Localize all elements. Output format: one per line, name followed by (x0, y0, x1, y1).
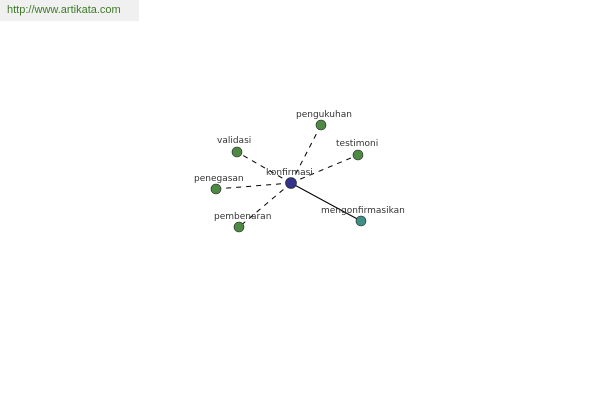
edge-konfirmasi-pembenaran (238, 182, 292, 228)
node-testimoni[interactable] (352, 149, 364, 161)
graph-nodes: pengukuhan validasi testimoni penegasan pemb… (194, 110, 405, 233)
edge-konfirmasi-mengonfirmasikan (290, 182, 362, 222)
node-pengukuhan[interactable] (315, 119, 327, 131)
source-url[interactable]: http://www.artikata.com (7, 4, 121, 16)
node-pembenaran[interactable] (233, 221, 245, 233)
edge-konfirmasi-pengukuhan (290, 124, 322, 184)
edge-konfirmasi-validasi (236, 151, 292, 184)
node-label-penegasan[interactable]: penegasan (194, 174, 244, 184)
node-label-konfirmasi[interactable]: konfirmasi (266, 168, 313, 178)
node-mengonfirmasikan[interactable] (355, 215, 367, 227)
node-label-mengonfirmasikan[interactable]: mengonfirmasikan (321, 206, 405, 216)
node-konfirmasi[interactable] (285, 177, 297, 189)
edge-konfirmasi-penegasan (215, 182, 292, 190)
graph-edges (215, 124, 362, 228)
source-url-bar: http://www.artikata.com (0, 0, 139, 21)
node-label-validasi[interactable]: validasi (217, 136, 251, 146)
node-validasi[interactable] (231, 146, 243, 158)
node-label-pembenaran[interactable]: pembenaran (214, 212, 271, 222)
edge-konfirmasi-testimoni (290, 154, 359, 184)
node-label-testimoni[interactable]: testimoni (336, 139, 378, 149)
node-penegasan[interactable] (210, 183, 222, 195)
node-label-pengukuhan[interactable]: pengukuhan (296, 110, 352, 120)
